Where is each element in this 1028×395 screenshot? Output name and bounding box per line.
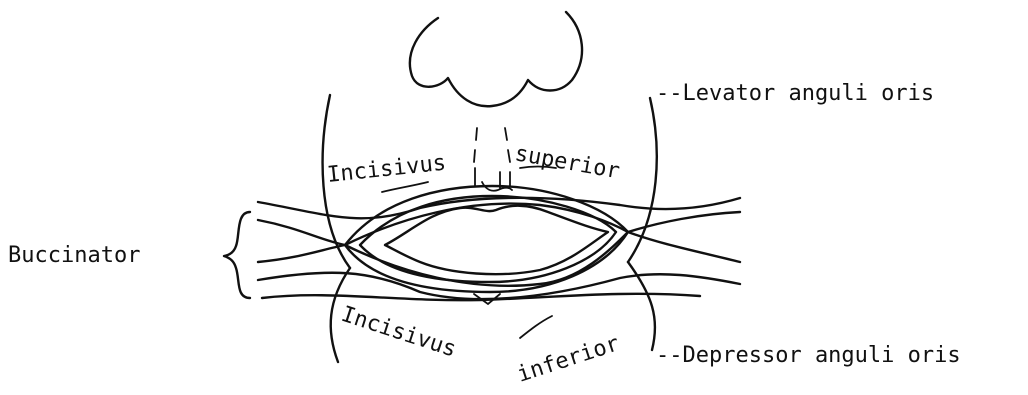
dash-left-2 (474, 150, 475, 162)
underline-incisivus-superior (382, 182, 428, 192)
underline-inferior (520, 316, 552, 338)
label-incisivus-superior-1: Incisivus (326, 151, 447, 188)
label-incisivus-inferior-2: inferior (514, 331, 623, 388)
dash-left-1 (476, 128, 477, 140)
orbicularis-middle-ring (360, 196, 616, 282)
label-buccinator: Buccinator (8, 243, 140, 268)
dash-right-1 (505, 128, 507, 140)
nose-outline (410, 12, 582, 106)
label-incisivus-superior-2: superior (513, 141, 622, 184)
buccinator-brace (224, 212, 250, 298)
dash-right-2 (508, 150, 510, 162)
label-levator-anguli-oris: --Levator anguli oris (656, 81, 934, 106)
label-incisivus-inferior-1: Incisivus (338, 302, 459, 363)
label-depressor-anguli-oris: --Depressor anguli oris (656, 343, 961, 368)
